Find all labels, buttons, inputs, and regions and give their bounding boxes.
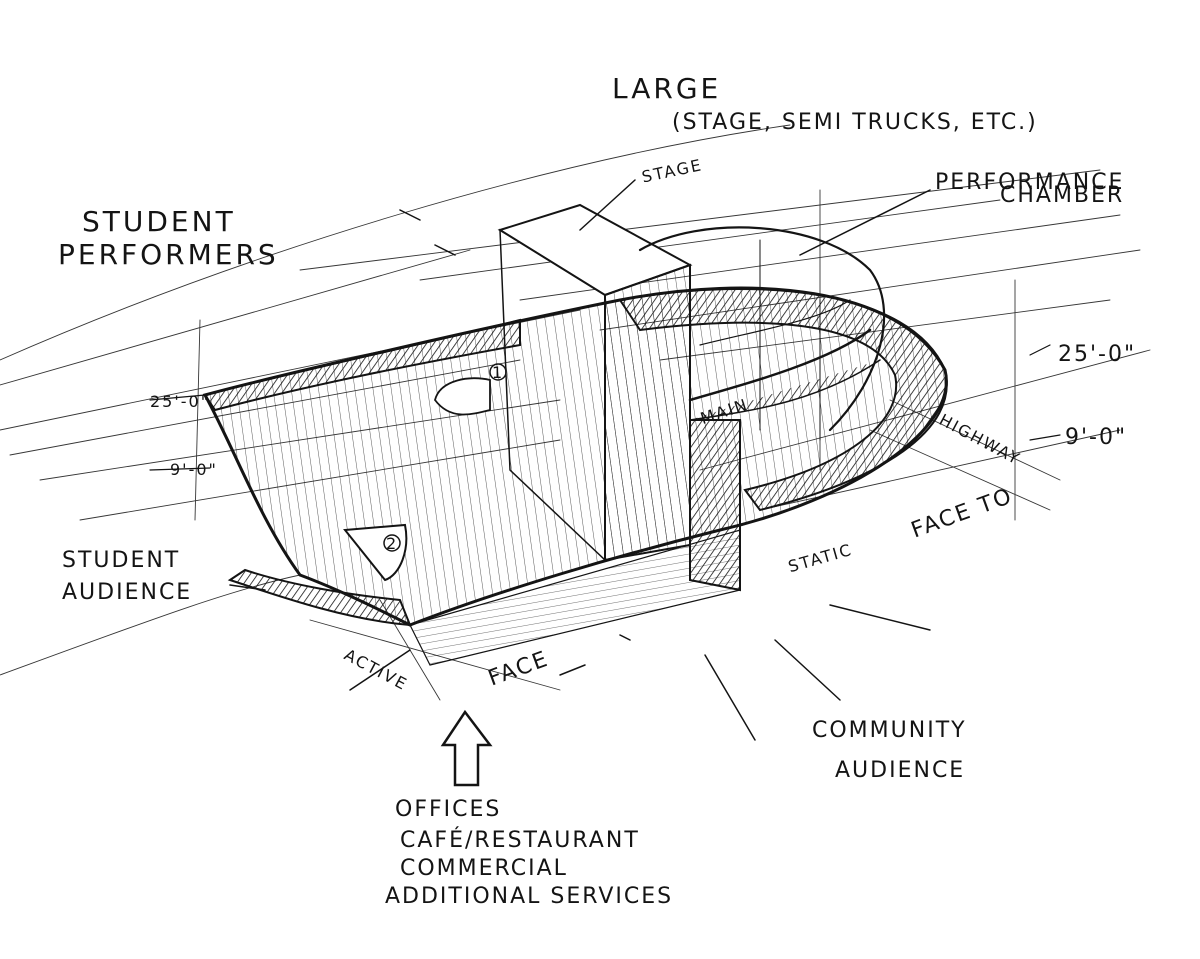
label-dim-9-left: 9'-0"	[170, 460, 218, 479]
label-performance-chamber-2: CHAMBER	[1000, 183, 1125, 208]
performance-chamber	[638, 226, 886, 441]
label-offices: OFFICES	[395, 797, 502, 822]
label-marker-2: 2	[386, 534, 399, 553]
offices-arrow	[440, 709, 493, 787]
marker-2-circle	[383, 534, 401, 552]
label-community-audience-2: AUDIENCE	[835, 758, 966, 783]
label-commercial: COMMERCIAL	[400, 856, 568, 881]
label-marker-1: 1	[492, 363, 505, 382]
label-dim-25-right: 25'-0"	[1058, 342, 1137, 367]
label-student-performers-2: PERFORMERS	[58, 238, 279, 271]
label-additional-services: ADDITIONAL SERVICES	[385, 884, 674, 909]
dimension-lines	[149, 344, 1061, 471]
section-1-wedge	[434, 377, 491, 416]
label-large: LARGE	[612, 72, 722, 105]
label-performance-chamber-1: PERFORMANCE	[935, 170, 1125, 195]
stage-block	[497, 203, 741, 592]
leader-lines	[229, 179, 931, 741]
label-student-audience-1: STUDENT	[62, 548, 181, 573]
section-2-wedge	[343, 523, 408, 582]
label-community-audience-1: COMMUNITY	[812, 718, 967, 743]
label-large-note: (STAGE, SEMI TRUCKS, ETC.)	[672, 110, 1038, 135]
outer-ring	[618, 287, 948, 512]
label-dim-25-left: 25'-0"	[150, 392, 211, 411]
label-student-performers-1: STUDENT	[82, 205, 236, 238]
marker-1-circle	[489, 363, 507, 381]
floor-plate	[202, 286, 948, 627]
label-student-audience-2: AUDIENCE	[62, 580, 193, 605]
label-cafe-restaurant: CAFÉ/RESTAURANT	[400, 828, 640, 853]
label-dim-9-right: 9'-0"	[1065, 425, 1128, 450]
